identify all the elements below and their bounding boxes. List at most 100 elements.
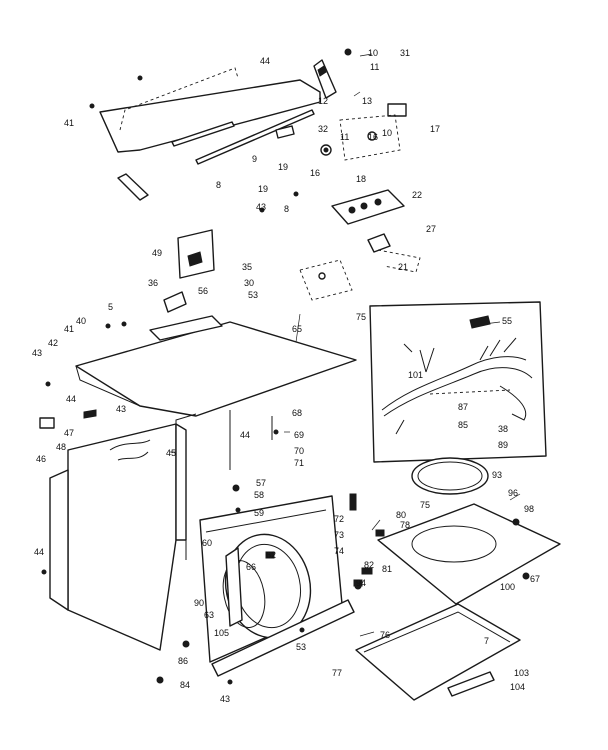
callout-c62: 62: [266, 550, 276, 560]
callout-c22: 22: [412, 190, 422, 200]
callout-c27: 27: [426, 224, 436, 234]
lid-gasket-ring: [411, 457, 489, 495]
door-hinge-bracket: [265, 551, 275, 559]
console-handle-bar: [171, 109, 315, 165]
callout-c42: 42: [48, 338, 58, 348]
callout-c10b: 10: [382, 128, 392, 138]
callout-c68: 68: [292, 408, 302, 418]
callout-c67: 67: [530, 574, 540, 584]
callout-c17: 17: [430, 124, 440, 134]
callout-c72: 72: [334, 514, 344, 524]
callout-c10a: 10: [368, 48, 378, 58]
cabinet-side-panel: [49, 469, 69, 611]
callout-c43b: 43: [32, 348, 42, 358]
callout-c43d: 43: [220, 694, 230, 704]
callout-c71: 71: [294, 458, 304, 468]
callout-c80: 80: [396, 510, 406, 520]
fasteners: [41, 48, 530, 685]
callout-c60: 60: [202, 538, 212, 548]
callout-c16b: 16: [310, 168, 320, 178]
callout-c65: 65: [292, 324, 302, 334]
callout-c74: 74: [334, 546, 344, 556]
callout-c36: 36: [148, 278, 158, 288]
callout-c43c: 43: [116, 404, 126, 414]
callout-c59: 59: [254, 508, 264, 518]
callout-c16a: 16: [368, 132, 378, 142]
callout-c73: 73: [334, 530, 344, 540]
callout-c75a: 75: [356, 312, 366, 322]
callout-c87: 87: [458, 402, 468, 412]
callout-c21: 21: [398, 262, 408, 272]
wire-harness-left: [109, 439, 151, 461]
callout-c43a: 43: [256, 202, 266, 212]
door-gasket: [225, 547, 243, 627]
wiring-harness-inset: [369, 301, 547, 463]
timer-bracket: [275, 125, 295, 139]
callout-c58: 58: [254, 490, 264, 500]
callout-c18: 18: [356, 174, 366, 184]
callout-c35: 35: [242, 262, 252, 272]
callout-c57: 57: [256, 478, 266, 488]
rear-brace: [185, 410, 273, 560]
callout-c19a: 19: [278, 162, 288, 172]
callout-c11b: 11: [340, 132, 349, 142]
callout-c5: 5: [108, 302, 113, 312]
callout-c19b: 19: [258, 184, 268, 194]
callout-c78: 78: [400, 520, 410, 530]
callout-c53a: 53: [248, 290, 258, 300]
callout-c77: 77: [332, 668, 342, 678]
callout-c63: 63: [204, 610, 214, 620]
callout-c69: 69: [294, 430, 304, 440]
callout-c46: 46: [36, 454, 46, 464]
control-switch-cluster: [320, 103, 407, 161]
latch-parts: [39, 409, 97, 429]
callout-c41a: 41: [64, 118, 74, 128]
motor-bracket: [177, 229, 215, 279]
callout-c49: 49: [152, 248, 162, 258]
callout-c44b: 44: [66, 394, 76, 404]
console-side-bracket: [313, 59, 337, 99]
callout-c103: 103: [514, 668, 529, 678]
callout-c8a: 8: [216, 180, 221, 190]
console-top-panel: [99, 67, 321, 153]
callout-c13: 13: [362, 96, 372, 106]
callout-c7: 7: [484, 636, 489, 646]
switch-block: [367, 233, 421, 273]
callout-c45: 45: [166, 448, 176, 458]
callout-c40: 40: [76, 316, 86, 326]
callout-c38: 38: [498, 424, 508, 434]
callout-c9: 9: [252, 154, 257, 164]
callout-c84: 84: [180, 680, 190, 690]
callout-c11a: 11: [370, 62, 379, 72]
callout-c98: 98: [524, 504, 534, 514]
callout-c94: 94: [356, 578, 366, 588]
console-end-bracket: [117, 173, 149, 201]
callout-c81: 81: [382, 564, 392, 574]
callout-c41b: 41: [64, 324, 74, 334]
callout-c96: 96: [508, 488, 518, 498]
callout-c48: 48: [56, 442, 66, 452]
callout-c93: 93: [492, 470, 502, 480]
leader-lines: [170, 53, 521, 637]
access-door: [355, 603, 521, 701]
callout-c31: 31: [400, 48, 410, 58]
callout-c82: 82: [364, 560, 374, 570]
wiring-clip-cluster: [299, 259, 353, 301]
callout-c70: 70: [294, 446, 304, 456]
callout-c90: 90: [194, 598, 204, 608]
callout-c53b: 53: [296, 642, 306, 652]
toe-panel: [211, 599, 355, 677]
callout-c86: 86: [178, 656, 188, 666]
callout-c101: 101: [408, 370, 423, 380]
callout-c32: 32: [318, 124, 328, 134]
callout-c76: 76: [380, 630, 390, 640]
callout-c85: 85: [458, 420, 468, 430]
top-cover-plate: [377, 503, 561, 605]
hinge-support: [163, 291, 187, 313]
callout-c56: 56: [198, 286, 208, 296]
callout-c105: 105: [214, 628, 229, 638]
callout-c104: 104: [510, 682, 525, 692]
callout-c8b: 8: [284, 204, 289, 214]
